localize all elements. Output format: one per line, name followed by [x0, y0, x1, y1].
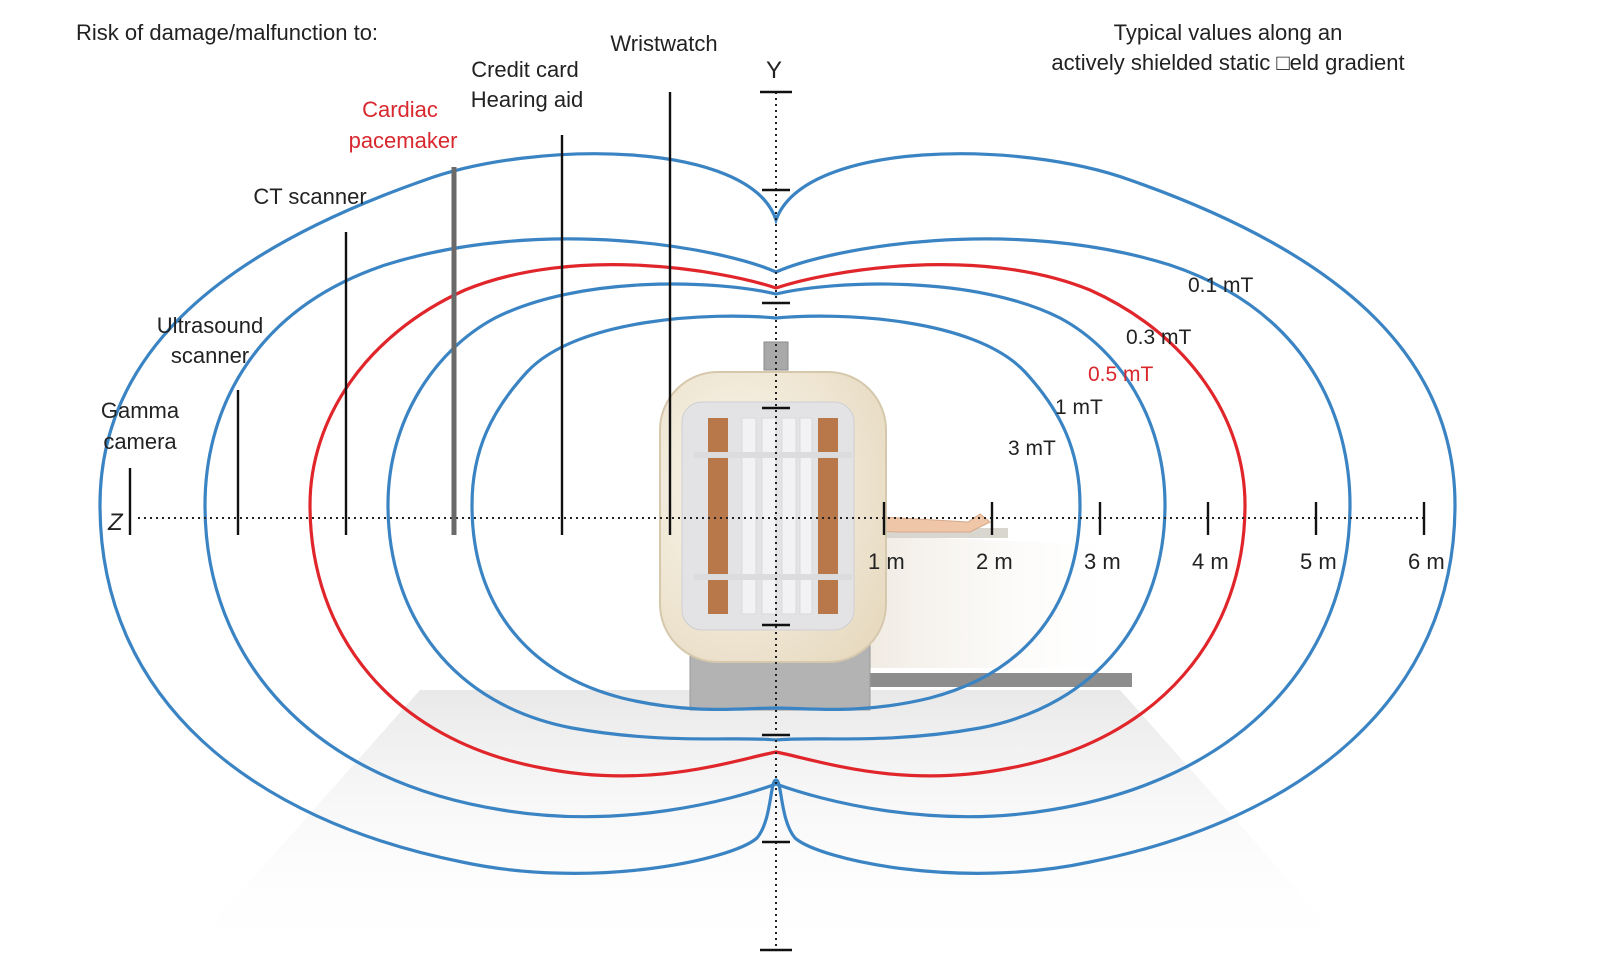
- contour-3-mT: [470, 314, 1082, 712]
- gamma-camera-label-line1: Gamma: [101, 398, 180, 423]
- distance-label-6m: 6 m: [1408, 549, 1445, 574]
- contour-labels: 0.1 mT 0.3 mT 0.5 mT 1 mT 3 mT: [1008, 274, 1254, 460]
- y-axis-label: Y: [766, 57, 782, 84]
- y-axis: Y: [760, 57, 792, 952]
- typical-values-line2: actively shielded static □eld gradient: [1051, 50, 1404, 75]
- device-labels: Gamma camera Ultrasound scanner CT scann…: [101, 31, 718, 454]
- gradient-coils: [694, 417, 852, 615]
- gamma-camera-label-line2: camera: [103, 429, 177, 454]
- distance-scale: 1 m 2 m 3 m 4 m 5 m 6 m: [868, 502, 1445, 574]
- ultrasound-scanner-label-line1: Ultrasound: [157, 313, 263, 338]
- cardiac-pacemaker-label-line1: Cardiac: [362, 97, 438, 122]
- contour-0-1-mT: [98, 152, 1457, 875]
- contour-label-1-mT: 1 mT: [1055, 396, 1103, 419]
- typical-values-line1: Typical values along an: [1114, 20, 1343, 45]
- contour-label-3-mT: 3 mT: [1008, 437, 1056, 460]
- distance-label-3m: 3 m: [1084, 549, 1121, 574]
- wristwatch-label: Wristwatch: [610, 31, 717, 56]
- z-axis-label: Z: [107, 509, 124, 536]
- contour-label-0-3-mT: 0.3 mT: [1126, 326, 1192, 349]
- mri-scanner: [659, 341, 887, 711]
- ct-scanner-label: CT scanner: [253, 184, 366, 209]
- contour-label-0-1-mT: 0.1 mT: [1188, 274, 1254, 297]
- distance-label-2m: 2 m: [976, 549, 1013, 574]
- device-markers: [236, 92, 672, 535]
- z-axis: Z: [107, 468, 1428, 536]
- credit-card-label: Credit card: [471, 57, 579, 82]
- contour-label-0-5-mT: 0.5 mT: [1088, 363, 1154, 386]
- patient-table: [858, 528, 1132, 687]
- floor-shadow: [180, 690, 1360, 960]
- distance-label-1m: 1 m: [868, 549, 905, 574]
- distance-label-4m: 4 m: [1192, 549, 1229, 574]
- hearing-aid-label: Hearing aid: [471, 87, 584, 112]
- cardiac-pacemaker-label-line2: pacemaker: [349, 128, 458, 153]
- risk-title: Risk of damage/malfunction to:: [76, 20, 378, 45]
- ultrasound-scanner-label-line2: scanner: [171, 343, 249, 368]
- distance-label-5m: 5 m: [1300, 549, 1337, 574]
